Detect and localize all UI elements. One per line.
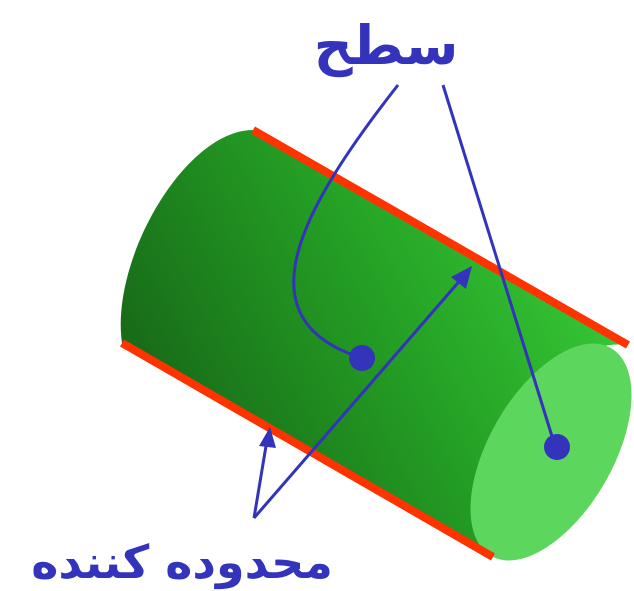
bounding-label: محدوده کننده xyxy=(31,535,333,589)
surface-pointer-line xyxy=(441,84,557,447)
boundary-arrowhead-upper xyxy=(451,266,472,289)
boundary-arrowhead-lower xyxy=(259,427,276,448)
surface-label: سطح xyxy=(314,14,459,77)
boundary-arrow-lower xyxy=(252,439,269,519)
boundary-arrow-upper xyxy=(252,276,465,519)
surface-pointer-curve xyxy=(292,84,400,360)
surface-point-marker xyxy=(349,345,375,371)
cylinder-body xyxy=(120,130,628,556)
end-face-point-marker xyxy=(544,434,570,460)
bottom-boundary-line xyxy=(120,339,495,561)
top-boundary-line xyxy=(251,126,630,349)
